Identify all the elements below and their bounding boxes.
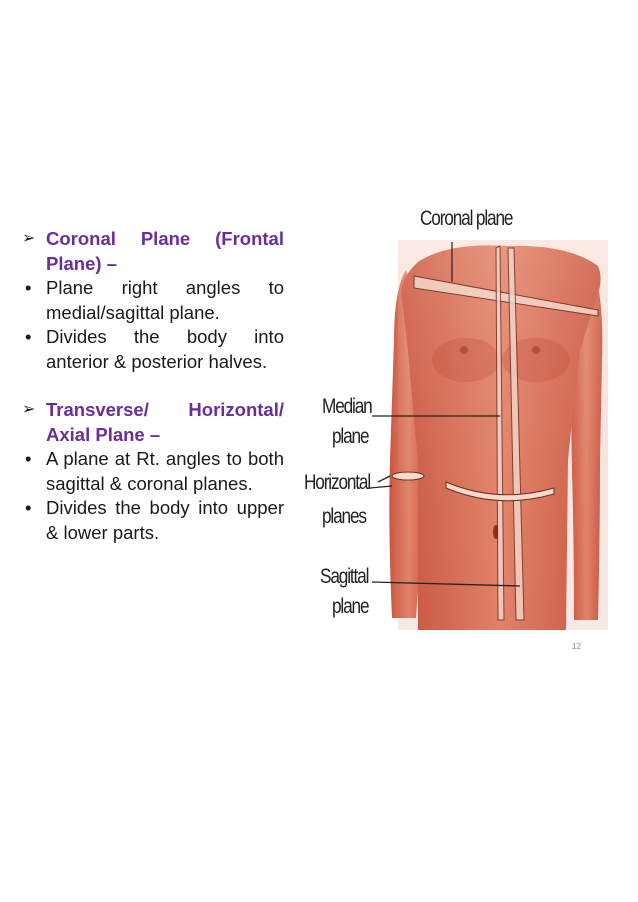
- transverse-heading: ➢ Transverse/ Horizontal/ Axial Plane –: [22, 398, 284, 447]
- bullet-dot-icon: •: [25, 277, 32, 298]
- bullet-text: Divides the body into anterior & posteri…: [46, 326, 284, 372]
- bullet-item: • Plane right angles to medial/sagittal …: [22, 276, 284, 325]
- coronal-heading: ➢ Coronal Plane (Frontal Plane) –: [22, 227, 284, 276]
- transverse-heading-text: Transverse/ Horizontal/ Axial Plane –: [46, 399, 284, 445]
- bullet-item: • Divides the body into upper & lower pa…: [22, 496, 284, 545]
- horizontal-label-line2: planes: [322, 505, 367, 528]
- arrow-bullet-icon: ➢: [22, 401, 36, 418]
- sagittal-label: Sagittal: [320, 565, 369, 588]
- coronal-heading-text: Coronal Plane (Frontal Plane) –: [46, 228, 284, 274]
- median-label-line2: plane: [332, 425, 370, 448]
- coronal-plane-label: Coronal plane: [420, 207, 513, 230]
- page-number: 12: [572, 642, 581, 651]
- bullet-text: Plane right angles to medial/sagittal pl…: [46, 277, 284, 323]
- bullet-item: • A plane at Rt. angles to both sagittal…: [22, 447, 284, 496]
- text-column: ➢ Coronal Plane (Frontal Plane) – • Plan…: [22, 227, 284, 545]
- bullet-dot-icon: •: [25, 448, 32, 469]
- bullet-dot-icon: •: [25, 326, 32, 347]
- torso-illustration: [369, 240, 608, 630]
- sagittal-label-line2: plane: [332, 595, 370, 618]
- bullet-text: A plane at Rt. angles to both sagittal &…: [46, 448, 284, 494]
- bullet-dot-icon: •: [25, 497, 32, 518]
- arrow-bullet-icon: ➢: [22, 230, 36, 247]
- horizontal-label: Horizontal: [304, 471, 371, 494]
- bullet-item: • Divides the body into anterior & poste…: [22, 325, 284, 374]
- median-label: Median: [322, 395, 373, 418]
- body-planes-figure: Coronal plane Median plane Horizontal pl…: [298, 200, 610, 630]
- bullet-text: Divides the body into upper & lower part…: [46, 497, 284, 543]
